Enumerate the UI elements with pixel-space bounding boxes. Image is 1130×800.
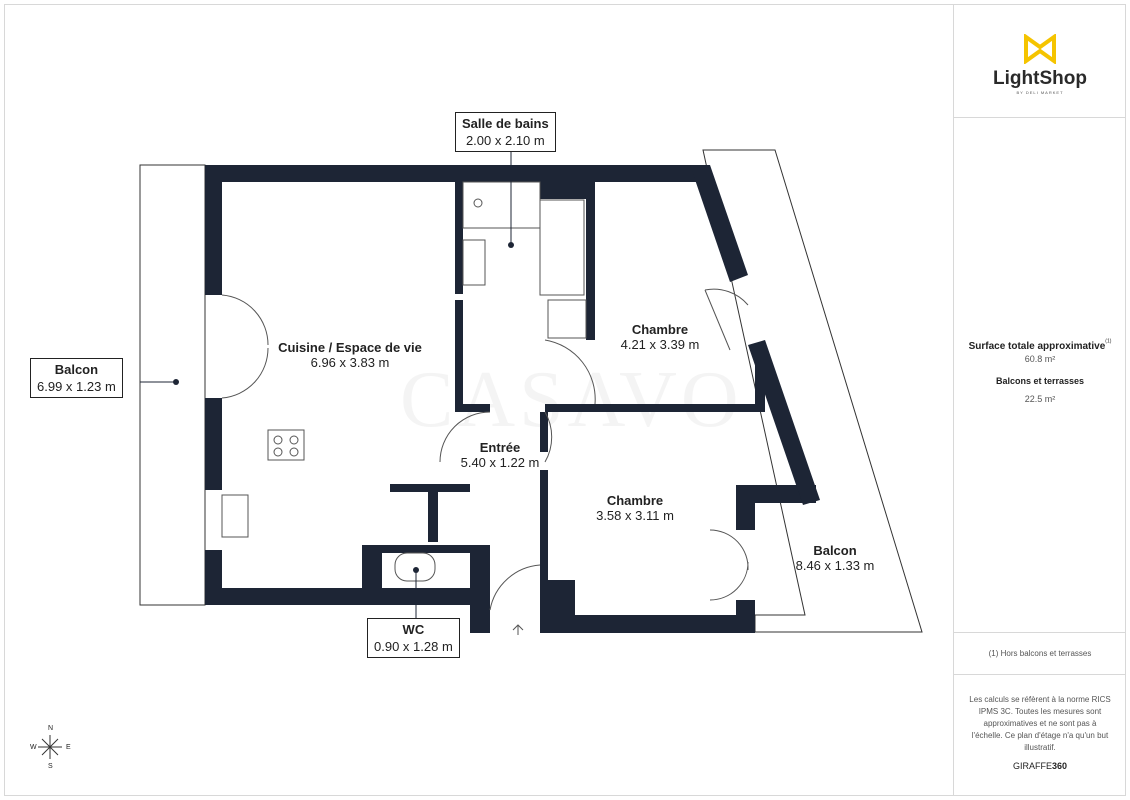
- compass-s: S: [48, 763, 53, 770]
- balcony-left: [139, 164, 206, 606]
- page-frame: [4, 4, 1126, 796]
- walls: [205, 165, 820, 633]
- disclaimer: Les calculs se réfèrent à la norme RICS …: [969, 695, 1111, 752]
- brand-logo: LightShop BY DELI MARKET: [954, 34, 1126, 95]
- compass-w: W: [30, 744, 37, 751]
- logo-section: LightShop BY DELI MARKET: [954, 4, 1126, 118]
- brand-logo-icon: [1024, 34, 1056, 64]
- balcony-area-label: Balcons et terrasses: [995, 376, 1085, 386]
- compass-n: N: [48, 725, 54, 732]
- info-panel: LightShop BY DELI MARKET Surface totale …: [953, 4, 1126, 796]
- total-area-note: (1): [1105, 338, 1112, 345]
- total-area-value: 60.8 m²: [1024, 354, 1056, 364]
- summary-section: Surface totale approximative(1) 60.8 m² …: [954, 118, 1126, 633]
- footnote: (1) Hors balcons et terrasses: [988, 649, 1092, 658]
- brand-name: LightShop: [993, 68, 1087, 89]
- total-area-label: Surface totale approximative: [968, 341, 1106, 352]
- balcony-area-value: 22.5 m²: [1024, 394, 1056, 404]
- compass-rose-icon: [38, 735, 62, 759]
- compass-e: E: [66, 744, 71, 751]
- brand-tagline: BY DELI MARKET: [1016, 90, 1064, 95]
- credit-b: 360: [1051, 761, 1068, 771]
- footnote-section: (1) Hors balcons et terrasses: [954, 633, 1126, 675]
- credit-a: GIRAFFE: [1012, 761, 1052, 771]
- credit: GIRAFFE360: [954, 761, 1126, 771]
- floor-plan: [139, 149, 923, 635]
